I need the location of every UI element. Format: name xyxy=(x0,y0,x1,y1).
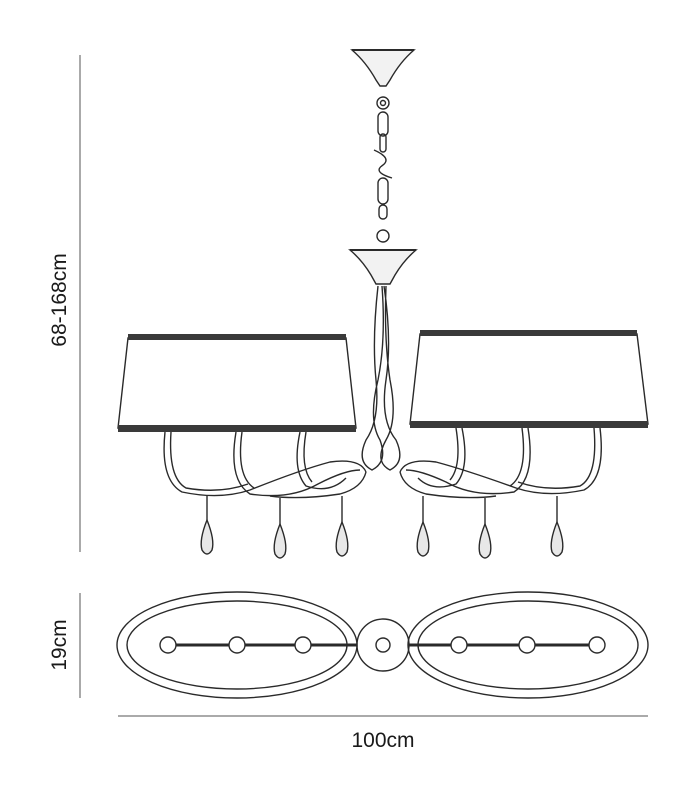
right-shade-top-trim xyxy=(420,330,637,336)
depth-dimension: 19cm xyxy=(48,593,81,698)
crystal-drop-5 xyxy=(478,498,492,559)
crystal-drop-3 xyxy=(335,496,349,557)
crystal-drop-2 xyxy=(273,498,287,559)
elevation-view xyxy=(117,49,649,559)
left-shade-top-trim xyxy=(128,334,346,340)
depth-dimension-label: 19cm xyxy=(48,619,71,670)
center-plan xyxy=(320,618,445,672)
right-shade-bottom-trim xyxy=(410,421,648,428)
crystal-drop-4 xyxy=(416,496,430,557)
height-dimension: 68-168cm xyxy=(48,55,81,552)
suspension-chain xyxy=(373,96,393,243)
crystal-drop-1 xyxy=(200,495,214,555)
left-shade-bottom-trim xyxy=(118,425,356,432)
height-dimension-label: 68-168cm xyxy=(48,253,71,346)
right-lampshade xyxy=(409,330,649,428)
right-arms xyxy=(399,427,602,499)
ceiling-canopy xyxy=(350,49,416,87)
width-dimension-label: 100cm xyxy=(351,729,414,752)
left-lampshade xyxy=(117,334,357,432)
width-dimension: 100cm xyxy=(118,715,648,752)
plan-view xyxy=(116,591,649,699)
crystal-drop-6 xyxy=(550,496,564,557)
central-stem xyxy=(361,285,385,471)
left-arms xyxy=(163,431,367,499)
body-cup xyxy=(348,249,418,285)
crystal-drops xyxy=(200,495,564,559)
